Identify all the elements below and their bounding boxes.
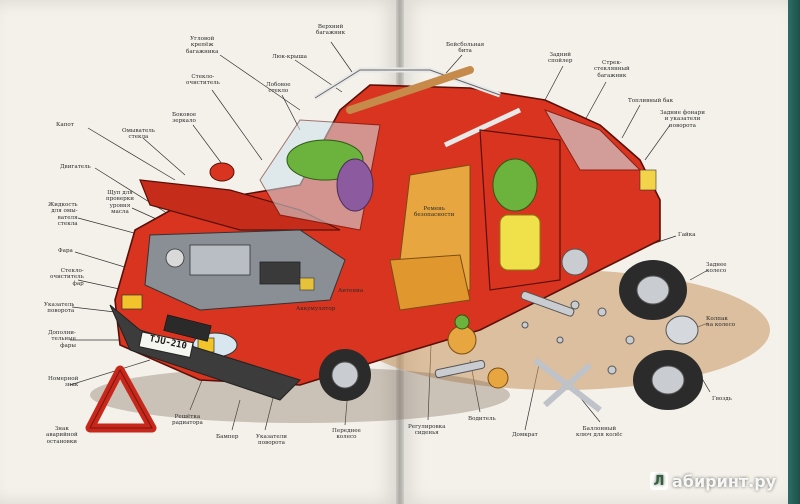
label-fuel-tank: Топливный бак xyxy=(628,98,674,104)
label-washer-fluid: Жидкость для омы- вателя стекла xyxy=(48,202,78,228)
car xyxy=(109,66,661,401)
label-nut: Гайка xyxy=(678,232,696,238)
label-headlight-wiper: Стекло- очиститель фар xyxy=(50,268,84,287)
label-extra-lights: Дополни- тельные фары xyxy=(48,330,76,349)
watermark: Л абиринт.ру xyxy=(650,470,790,492)
car-shadow xyxy=(90,367,510,423)
label-windshield-wiper: Стекло- очиститель xyxy=(186,74,220,87)
label-jack: Домкрат xyxy=(512,432,538,438)
open-hood xyxy=(139,179,341,231)
label-upper-roof-rack: Угловой крепёж багажника xyxy=(186,36,219,55)
hubcap-shape xyxy=(665,315,699,345)
label-radiator-grille: Решётка радиатора xyxy=(172,414,203,427)
tools xyxy=(434,291,635,413)
label-hood: Капот xyxy=(56,122,74,128)
label-seat-adjust: Регулировка сиденья xyxy=(408,424,446,437)
label-turn-signals: Указатели поворота xyxy=(256,434,287,447)
label-rear-wheel: Заднее колесо xyxy=(706,262,727,275)
label-wheel-wrench: Баллонный ключ для колёс xyxy=(576,426,623,439)
crocodile-passenger xyxy=(286,139,374,212)
bumper-shape xyxy=(109,304,301,401)
engine-block xyxy=(189,244,251,276)
book-cover-edge xyxy=(788,0,800,504)
label-antenna: Антенна xyxy=(338,288,364,294)
license-plate xyxy=(138,331,194,359)
label-hubcap: Колпак на колесо xyxy=(706,316,736,329)
label-sunroof: Люк-крыша xyxy=(272,54,307,60)
label-rear-spoiler: Задний спойлер xyxy=(548,52,573,65)
label-side-mirror: Боковое зеркало xyxy=(172,112,197,125)
warning-triangle-shape xyxy=(85,365,157,433)
label-headlight: Фара xyxy=(58,248,73,254)
label-washer: Омыватель стекла xyxy=(122,128,155,141)
labirint-logo-icon: Л xyxy=(650,472,668,490)
label-seat-belt: Ремень безопасности xyxy=(414,206,455,219)
label-windshield: Лобовое стекло xyxy=(266,82,291,95)
label-driver: Водитель xyxy=(468,416,496,422)
tire-near-car xyxy=(561,248,589,276)
label-plate: Номерной знак xyxy=(48,376,79,389)
label-rear-lights: Задние фонари и указатели поворота xyxy=(660,110,705,129)
label-front-wheel: Переднее колесо xyxy=(332,428,361,441)
label-baseball-bat: Бейсбольная бита xyxy=(446,42,485,55)
watermark-text: абиринт.ру xyxy=(672,471,777,491)
mouse-with-toy xyxy=(447,314,509,389)
label-battery: Аккумулятор xyxy=(296,306,336,312)
label-warning-triangle: Знак аварийной остановки xyxy=(46,426,78,445)
label-engine: Двигатель xyxy=(60,164,91,170)
bat-shape xyxy=(346,66,474,114)
label-oil-dipstick: Щуп для проверки уровня масла xyxy=(106,190,134,216)
battery-box xyxy=(259,261,301,285)
label-trunk-rack: Верхний багажник xyxy=(316,24,346,37)
label-bolt: Гвоздь xyxy=(712,396,732,402)
label-rear-side-window: Стрек- стеклянный багажник xyxy=(594,60,630,79)
rear-wheel-shape xyxy=(619,260,687,320)
spare-wheel-shape xyxy=(633,350,703,410)
label-bumper: Бампер xyxy=(216,434,239,440)
label-turn-signal: Указатель поворота xyxy=(44,302,75,315)
driver-figure xyxy=(492,158,541,271)
